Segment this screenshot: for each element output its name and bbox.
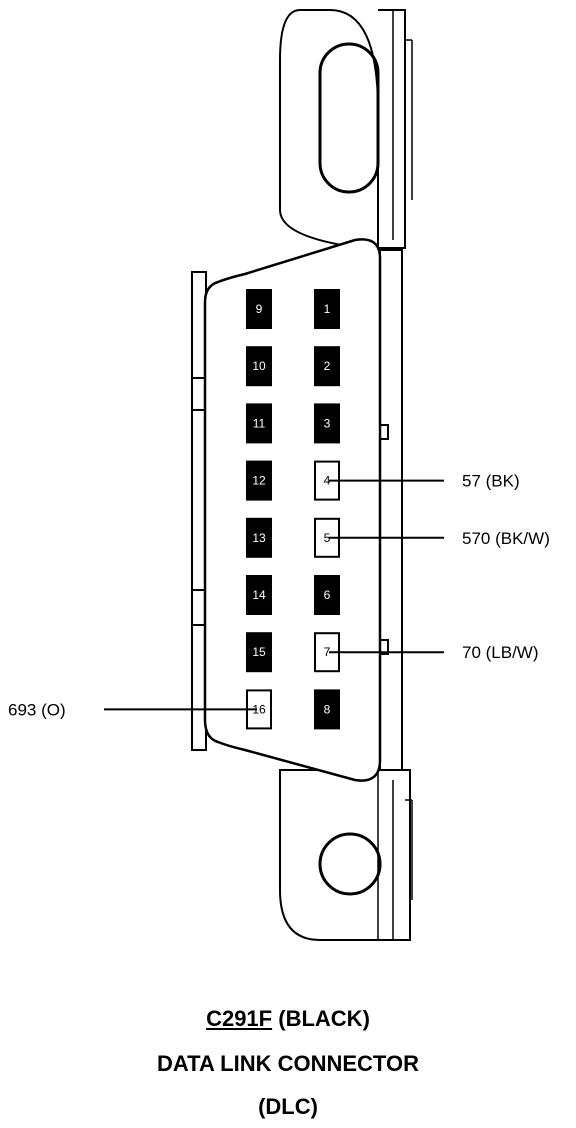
pin-8: 8 <box>314 689 340 730</box>
wire-label-5: 570 (BK/W) <box>462 529 550 548</box>
pin-number-label: 3 <box>324 416 331 430</box>
connector-color: (BLACK) <box>278 1006 370 1031</box>
caption-line-3: (DLC) <box>258 1094 318 1119</box>
pin-number-label: 16 <box>252 702 266 716</box>
pin-number-label: 1 <box>324 302 331 316</box>
pin-number-label: 11 <box>253 416 266 430</box>
caption-line-2: DATA LINK CONNECTOR <box>157 1051 419 1076</box>
pin-terminal <box>314 289 340 329</box>
bottom-mounting-bracket <box>279 769 413 941</box>
pin-terminal <box>246 517 272 558</box>
wire-label-7: 70 (LB/W) <box>462 643 539 662</box>
pin-number-label: 7 <box>324 645 331 659</box>
pin-13: 13 <box>246 517 272 558</box>
pin-10: 10 <box>246 346 272 387</box>
pin-number-label: 15 <box>252 645 266 659</box>
pin-15: 15 <box>246 632 272 673</box>
pin-terminal <box>246 289 272 329</box>
pin-3: 3 <box>314 403 340 444</box>
pin-terminal <box>314 403 340 444</box>
pin-number-label: 12 <box>252 474 266 488</box>
pin-terminal <box>246 346 272 387</box>
pin-number-label: 2 <box>324 359 331 373</box>
pin-number-label: 10 <box>252 359 266 373</box>
pin-9: 9 <box>246 289 272 329</box>
pin-number-label: 6 <box>324 588 331 602</box>
pin-number-label: 5 <box>324 531 331 545</box>
pin-number-label: 8 <box>324 702 331 716</box>
pin-terminal <box>246 632 272 673</box>
pin-terminal <box>314 689 340 730</box>
connector-id: C291F <box>206 1006 273 1031</box>
pin-terminal <box>246 403 272 444</box>
pin-2: 2 <box>314 346 340 387</box>
wire-label-16: 693 (O) <box>8 700 66 719</box>
connector-face <box>203 238 382 782</box>
pin-11: 11 <box>246 403 272 444</box>
pin-6: 6 <box>314 575 340 615</box>
pin-terminal <box>246 575 272 615</box>
pin-number-label: 4 <box>324 474 331 488</box>
pin-number-label: 13 <box>252 531 266 545</box>
connector-side-rail <box>191 249 403 771</box>
wires-layer: 57 (BK) 570 (BK/W) 70 (LB/W) 693 (O) <box>8 472 550 720</box>
pin-terminal <box>314 575 340 615</box>
pin-terminal <box>246 460 272 501</box>
pin-terminal <box>314 346 340 387</box>
pin-1: 1 <box>314 289 340 329</box>
wire-label-4: 57 (BK) <box>462 472 520 491</box>
pin-number-label: 9 <box>256 302 263 316</box>
pin-12: 12 <box>246 460 272 501</box>
pin-number-label: 14 <box>252 588 266 602</box>
pin-14: 14 <box>246 575 272 615</box>
caption-line-1: C291F (BLACK) <box>0 1006 576 1032</box>
top-mounting-bracket <box>279 9 413 252</box>
